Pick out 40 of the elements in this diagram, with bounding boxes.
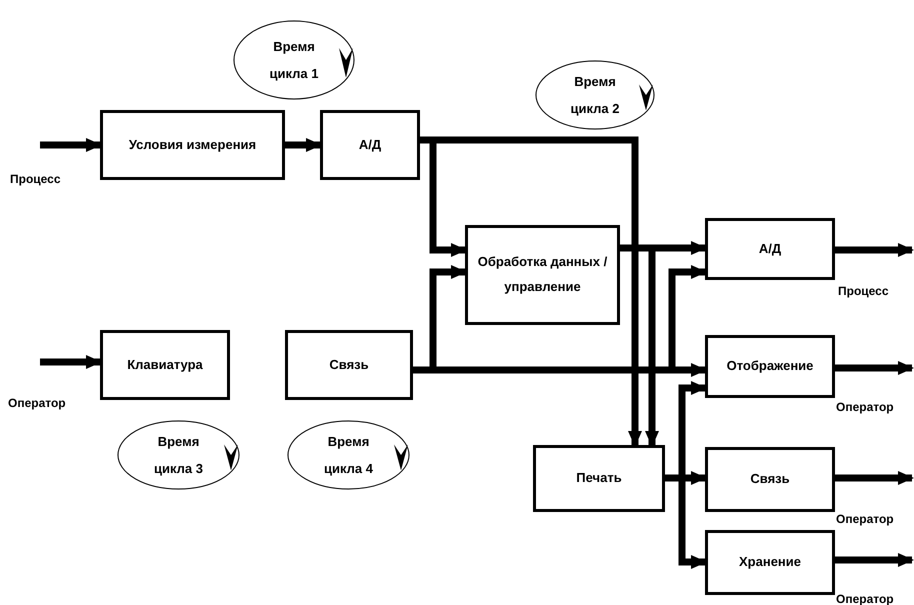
process-box: [705, 335, 835, 398]
box-label: Время цикла 4: [323, 432, 374, 478]
box-label: А/Д: [758, 240, 782, 258]
arrow: [40, 355, 102, 369]
cycle-ellipse: [535, 60, 655, 130]
process-box: [100, 330, 230, 400]
process-box: [705, 530, 835, 595]
process-box: [285, 330, 413, 400]
box-label: Клавиатура: [127, 356, 203, 374]
box-label: Связь: [329, 356, 369, 374]
box-label: Обработка данных / управление: [476, 253, 608, 296]
arrow: [285, 138, 322, 152]
box-label: Отображение: [726, 357, 814, 376]
box-label: Хранение: [739, 553, 801, 572]
box-label: Печать: [576, 469, 622, 488]
cycle-ellipse: [233, 20, 355, 100]
box-label: Условия измерения: [128, 136, 256, 154]
cycle-ellipse: [117, 420, 240, 490]
box-label: Связь: [750, 470, 790, 488]
process-box: [465, 225, 620, 325]
box-label: А/Д: [358, 136, 382, 154]
arrow: [835, 471, 914, 485]
signal-label: Оператор: [8, 396, 66, 410]
signal-label: Процесс: [838, 284, 889, 298]
box-label: Время цикла 1: [268, 38, 320, 83]
arrow: [835, 553, 914, 567]
box-label: Время цикла 3: [153, 432, 204, 478]
process-box: [705, 218, 835, 280]
process-box: [705, 447, 835, 512]
arrow: [835, 243, 914, 257]
box-label: Время цикла 2: [570, 72, 620, 118]
signal-label: Оператор: [836, 512, 894, 526]
signal-label: Процесс: [10, 172, 61, 186]
process-box: [320, 110, 420, 180]
cycle-ellipse: [287, 420, 410, 490]
arrow: [40, 138, 102, 152]
signal-label: Оператор: [836, 400, 894, 414]
process-box: [100, 110, 285, 180]
process-box: [533, 445, 665, 512]
arrow: [835, 361, 914, 375]
